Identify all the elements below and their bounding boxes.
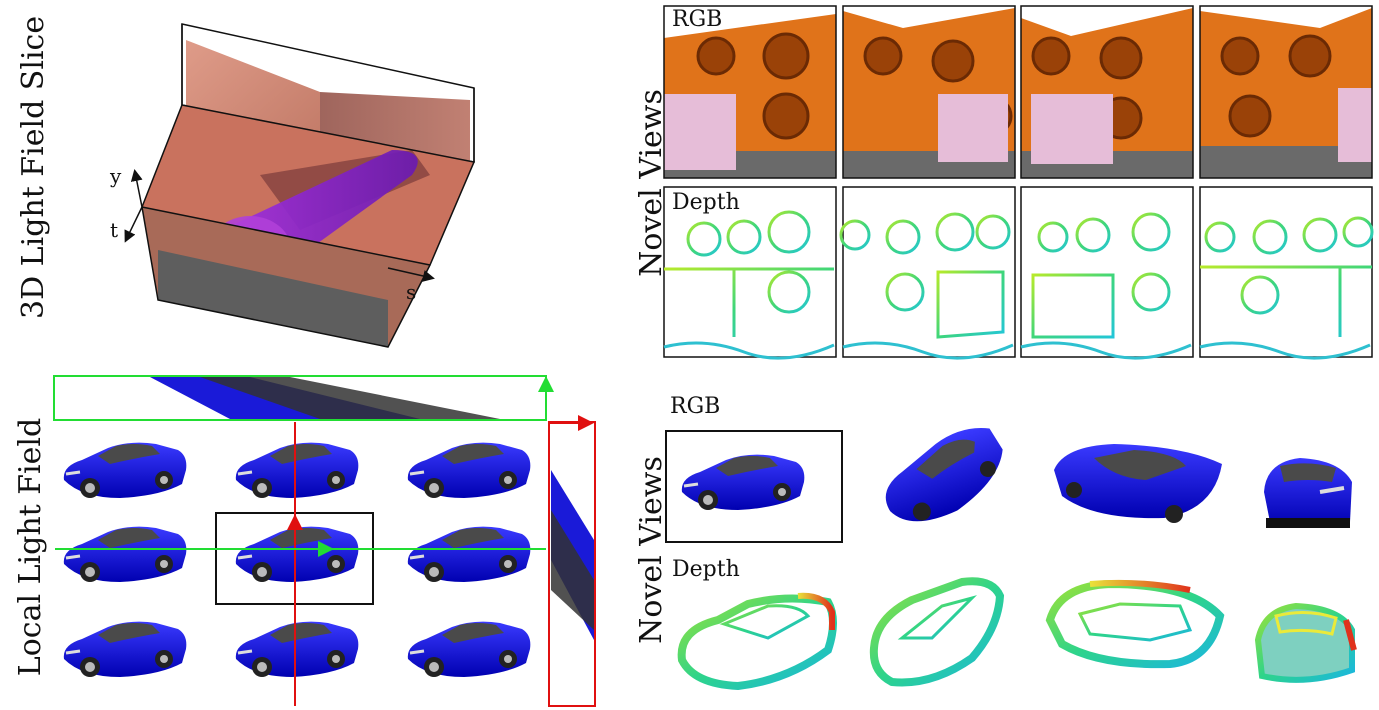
t-axis-label: t	[110, 218, 119, 242]
car-rgb-row	[665, 428, 1352, 543]
t-axis-arrow	[124, 206, 143, 243]
car-depth-row	[677, 577, 1357, 691]
room-rgb-row	[663, 5, 1373, 179]
light-field-slice-illustration	[124, 23, 476, 348]
room-rgb-tag: RGB	[672, 7, 723, 32]
car-depth-tag: Depth	[672, 557, 740, 582]
room-depth-row	[663, 186, 1374, 360]
s-axis-arrow	[387, 267, 435, 282]
local-light-field-grid	[53, 375, 596, 707]
y-axis-arrow	[130, 169, 143, 208]
room-depth-tag: Depth	[672, 190, 740, 215]
y-axis-label: y	[110, 164, 122, 188]
car-rgb-tag: RGB	[670, 394, 721, 419]
s-axis-label: s	[406, 280, 417, 304]
